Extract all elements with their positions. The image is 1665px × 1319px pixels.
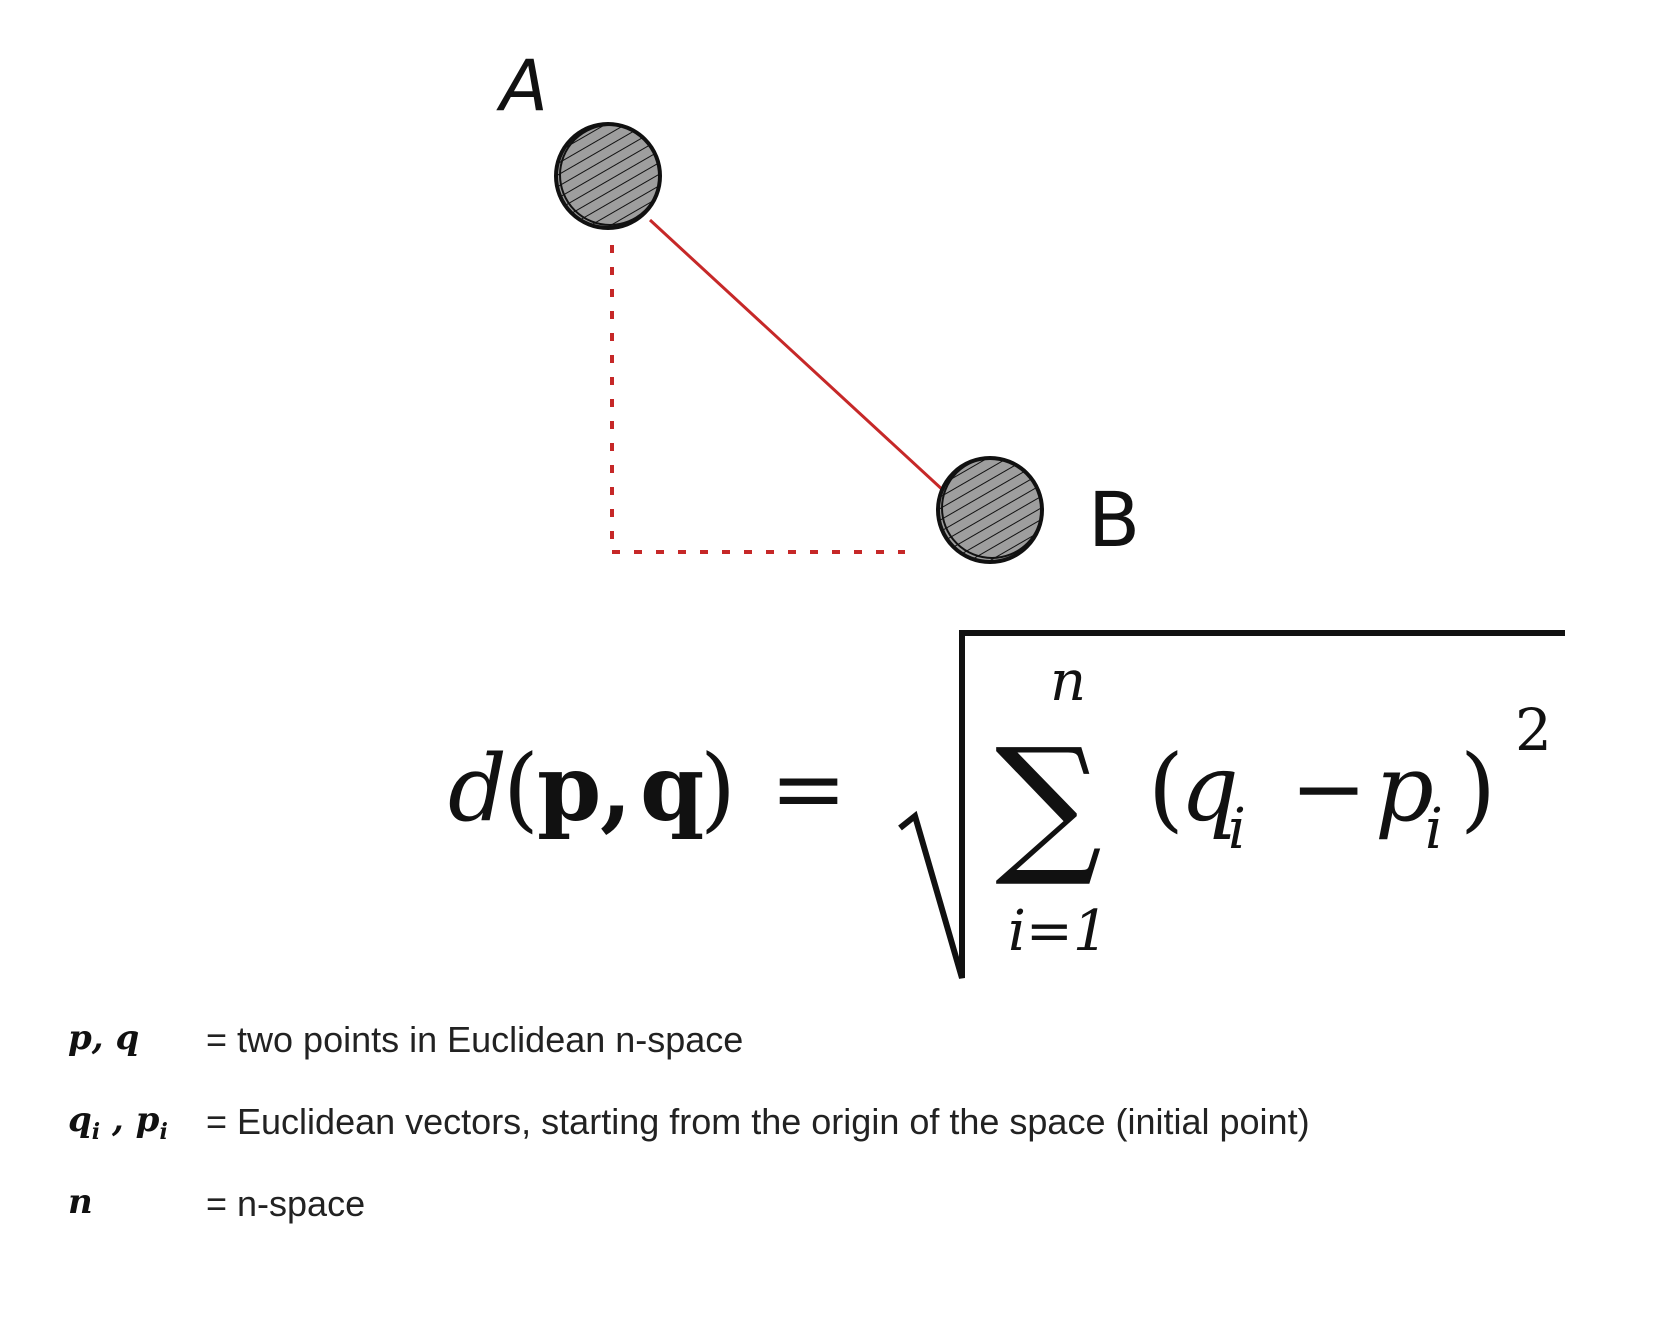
lhs-open-paren: ( (503, 735, 539, 842)
point-a-label: A (496, 45, 548, 127)
lhs-close-paren: ) (700, 735, 736, 842)
square-root-sign (898, 630, 1565, 979)
legend-symbol-p-subscript: i (159, 1118, 168, 1145)
term-q-subscript: i (1228, 797, 1246, 862)
euclidean-distance-formula: d ( p , q ) = n ∑ i=1 ( q i − p i ) 2 (448, 630, 1565, 979)
distance-diagram: A B (496, 45, 1140, 564)
term-minus: − (1290, 735, 1367, 842)
sum-lower-limit: i=1 (1008, 899, 1108, 964)
euclidean-distance-line (648, 218, 947, 494)
lhs-comma: , (600, 734, 632, 842)
point-a (554, 122, 662, 230)
lhs-function: d (448, 735, 507, 842)
legend-description-n: = n-space (206, 1183, 366, 1224)
legend-row-points: p, q = two points in Euclidean n-space (0, 1018, 1600, 1078)
legend-symbol-n: n (68, 1182, 93, 1222)
term-exponent: 2 (1515, 696, 1552, 764)
lhs-q: q (640, 734, 704, 842)
sum-upper-limit: n (1050, 649, 1086, 714)
sum-symbol: ∑ (995, 717, 1102, 891)
term-p-subscript: i (1425, 797, 1443, 862)
legend-symbol-pq: p, q (68, 1018, 140, 1058)
equals-sign: = (770, 735, 847, 842)
legend-symbol-qi-pi: qi , pi (68, 1100, 168, 1152)
point-b-label: B (1088, 475, 1140, 564)
term-close-paren: ) (1460, 735, 1496, 842)
legend-description-pq: = two points in Euclidean n-space (206, 1019, 744, 1060)
legend-symbol-q-subscript: i (91, 1118, 101, 1145)
legend-row-vectors: qi , pi = Euclidean vectors, starting fr… (0, 1100, 1600, 1160)
lhs-p: p (537, 734, 601, 842)
legend-symbol-p: p (135, 1100, 160, 1140)
legend-description-vectors: = Euclidean vectors, starting from the o… (206, 1101, 1310, 1142)
legend-symbol-q: q (68, 1100, 92, 1140)
point-b (936, 456, 1044, 564)
symbol-legend: p, q = two points in Euclidean n-space q… (0, 1000, 1665, 1260)
legend-row-n: n = n-space (0, 1182, 1600, 1242)
term-open-paren: ( (1148, 735, 1184, 842)
term-q: q (1180, 735, 1239, 842)
term-p: p (1375, 735, 1434, 842)
legend-symbol-separator: , (100, 1100, 136, 1140)
